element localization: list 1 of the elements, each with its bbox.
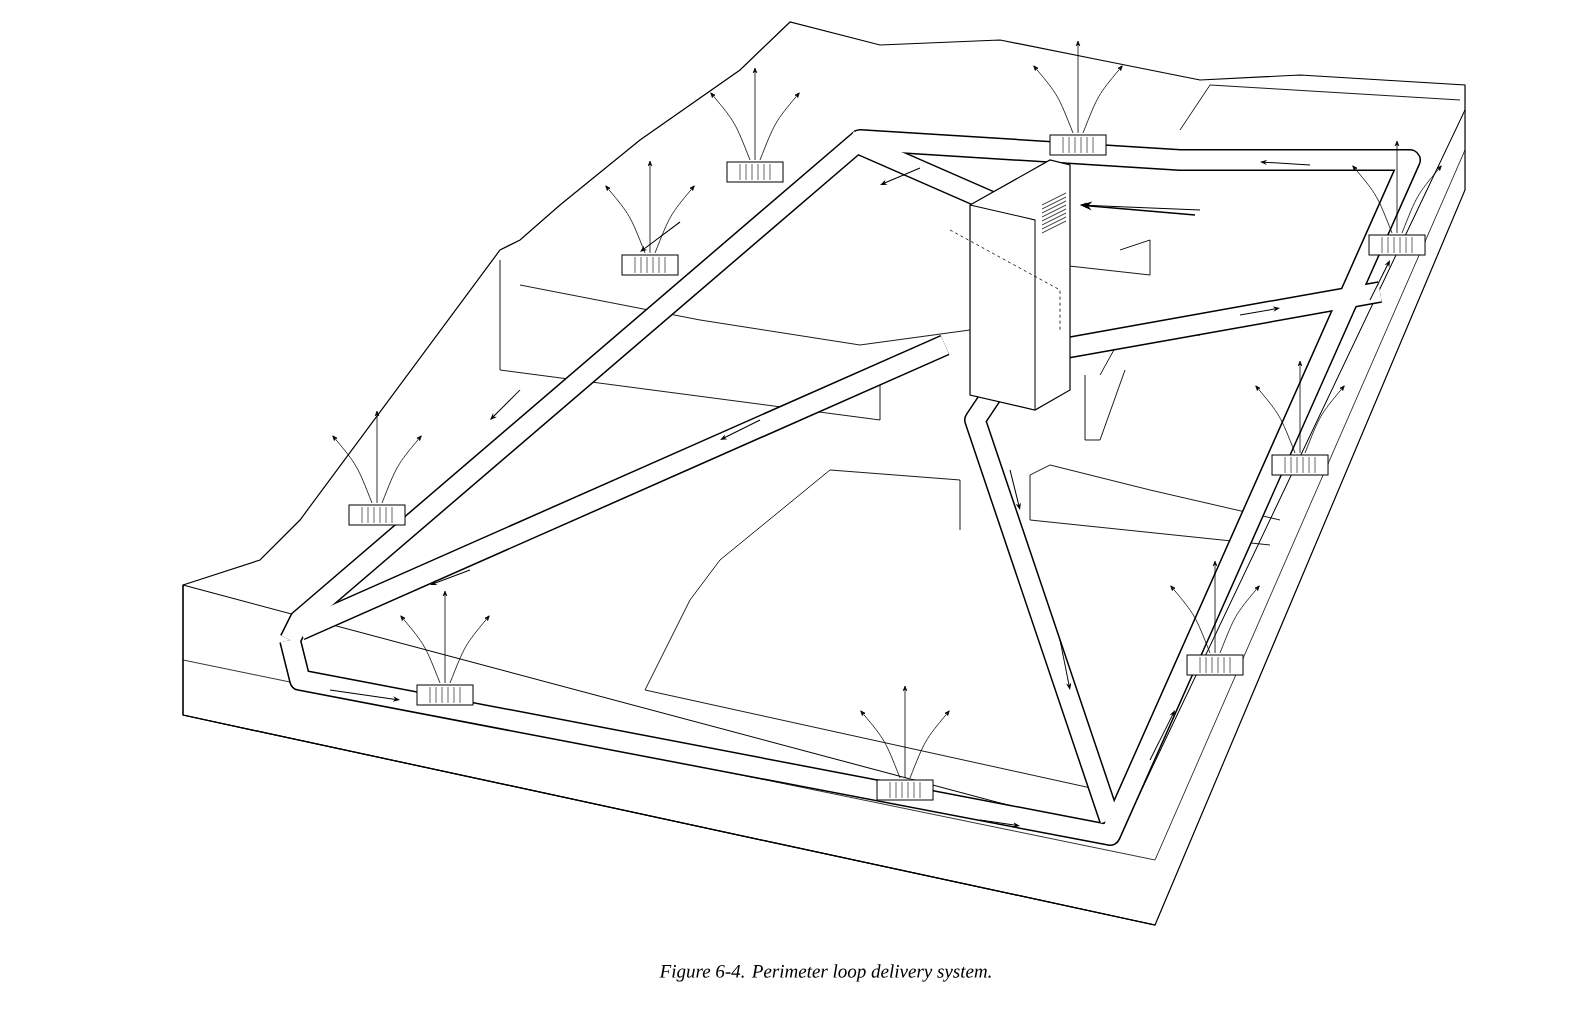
caption: Figure 6-4. Perimeter loop delivery system. bbox=[659, 964, 991, 982]
